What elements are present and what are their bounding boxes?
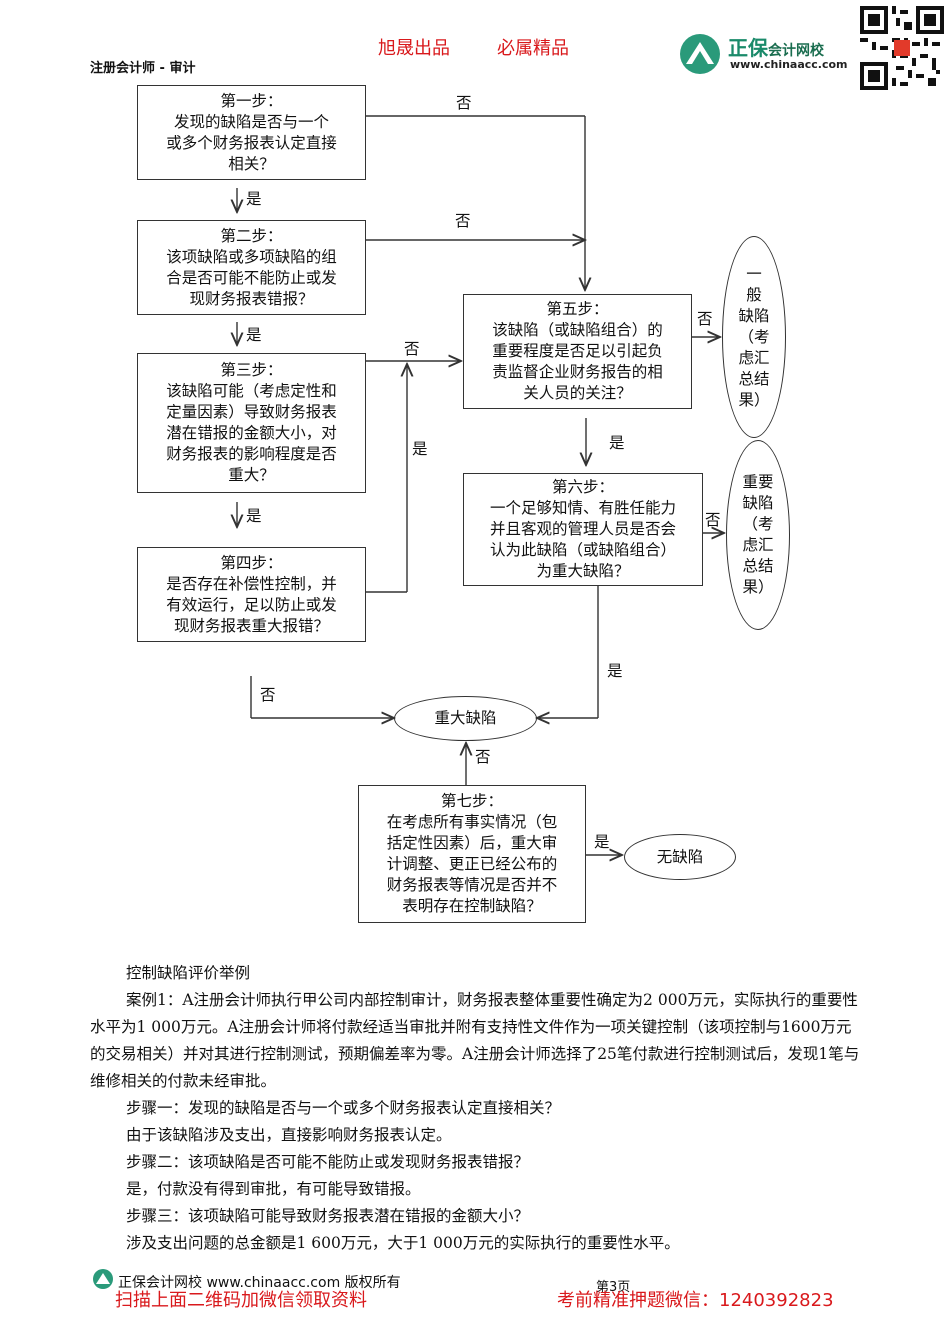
step1-line: 或多个财务报表认定直接 xyxy=(166,133,337,152)
body-line: 步骤三：该项缺陷可能导致财务报表潜在错报的金额大小？ xyxy=(126,1207,530,1225)
step6-line: 一个足够知情、有胜任能力 xyxy=(489,499,676,517)
label-yes: 是 xyxy=(246,326,262,344)
step6-line: 为重大缺陷？ xyxy=(536,562,630,580)
step1-line: 发现的缺陷是否与一个 xyxy=(173,112,329,131)
step3-line: 第三步： xyxy=(220,361,283,379)
flowchart-connectors xyxy=(0,115,950,940)
footer-copyright: 正保会计网校 www.chinaacc.com 版权所有 xyxy=(118,1275,401,1291)
no-deficiency-node: 无缺陷 xyxy=(624,834,736,880)
step1-line: 第一步： xyxy=(220,91,283,110)
general-char: 般 xyxy=(746,285,762,304)
step2-line: 第二步： xyxy=(220,226,283,245)
general-deficiency-node: 一 般 缺陷 （考 虑汇 总结 果） xyxy=(722,236,786,438)
important-char: 缺陷 xyxy=(742,494,774,512)
label-yes: 是 xyxy=(412,440,428,458)
step1-box: 第一步： 发现的缺陷是否与一个 或多个财务报表认定直接 相关？ xyxy=(137,85,366,180)
step3-line: 潜在错报的金额大小，对 xyxy=(166,424,337,442)
footer-promo-right: 考前精准押题微信：1240392823 xyxy=(557,1290,834,1311)
important-char: 总结 xyxy=(742,557,774,575)
label-no: 否 xyxy=(404,340,420,358)
brand-logo: 正保会计网校 www.chinaacc.com xyxy=(678,30,853,76)
step1-line: 相关？ xyxy=(228,154,275,173)
label-no: 否 xyxy=(705,511,721,529)
label-yes: 是 xyxy=(594,833,610,851)
label-no: 否 xyxy=(697,310,713,328)
label-yes: 是 xyxy=(246,507,262,525)
body-line: 步骤二：该项缺陷是否可能不能防止或发现财务报表错报？ xyxy=(126,1153,530,1171)
step4-line: 第四步： xyxy=(220,553,283,572)
general-char: 虑汇 xyxy=(738,348,770,367)
step6-box: 第六步： 一个足够知情、有胜任能力 并且客观的管理人员是否会 认为此缺陷（或缺陷… xyxy=(463,473,703,586)
general-char: 缺 xyxy=(738,306,754,325)
step5-line: 重要程度是否足以引起负 xyxy=(492,342,663,360)
step5-line: 责监督企业财务报告的相 xyxy=(492,363,663,381)
step7-box: 第七步： 在考虑所有事实情况（包 括定性因素）后，重大审 计调整、更正已经公布的… xyxy=(358,785,586,923)
step6-line: 第六步： xyxy=(551,478,614,496)
step6-line: 并且客观的管理人员是否会 xyxy=(489,520,676,538)
step7-line: 第七步： xyxy=(440,792,503,810)
important-deficiency-node: 重要 缺陷 （考 虑汇 总结 果） xyxy=(726,440,790,630)
footer-promo-left: 扫描上面二维码加微信领取资料 xyxy=(115,1290,367,1311)
logo-sub: 会计网校 xyxy=(768,43,824,59)
step2-line: 现财务报表错报？ xyxy=(189,289,314,308)
logo-main: 正保 xyxy=(728,36,768,60)
important-char: （考 xyxy=(742,515,774,533)
label-yes: 是 xyxy=(246,190,262,208)
case-paragraph: 案例1：A注册会计师执行甲公司内部控制审计，财务报表整体重要性确定为2 000万… xyxy=(90,991,860,1090)
step3-line: 财务报表的影响程度是否 xyxy=(166,445,337,463)
step7-line: 计调整、更正已经公布的 xyxy=(386,855,558,873)
step5-box: 第五步： 该缺陷（或缺陷组合）的 重要程度是否足以引起负 责监督企业财务报告的相… xyxy=(463,294,692,409)
step5-line: 第五步： xyxy=(546,300,609,318)
step4-line: 现财务报表重大报错？ xyxy=(173,616,329,635)
general-char: 一 xyxy=(746,264,762,283)
general-char: 总结 xyxy=(738,369,770,388)
label-no: 否 xyxy=(260,686,276,704)
step7-line: 在考虑所有事实情况（包 xyxy=(386,813,558,831)
important-char: 虑汇 xyxy=(742,536,774,554)
label-yes: 是 xyxy=(609,434,625,452)
header-slogan-2: 必属精品 xyxy=(497,38,569,59)
major-deficiency-node: 重大缺陷 xyxy=(394,696,537,741)
section-heading: 控制缺陷评价举例 xyxy=(126,964,251,982)
body-line: 涉及支出问题的总金额是1 600万元，大于1 000万元的实际执行的重要性水平。 xyxy=(126,1234,680,1252)
step2-box: 第二步： 该项缺陷或多项缺陷的组 合是否可能不能防止或发 现财务报表错报？ xyxy=(137,220,366,315)
body-line: 是，付款没有得到审批，有可能导致错报。 xyxy=(126,1180,421,1198)
logo-icon xyxy=(680,34,720,74)
label-no: 否 xyxy=(456,94,472,112)
important-char: 重要 xyxy=(742,473,774,491)
important-char: 果） xyxy=(742,578,774,596)
qr-code-icon xyxy=(860,6,944,90)
footer-page: 第3页 xyxy=(596,1280,631,1295)
step4-line: 是否存在补偿性控制，并 xyxy=(166,574,337,593)
step6-line: 认为此缺陷（或缺陷组合） xyxy=(489,541,676,559)
step2-line: 该项缺陷或多项缺陷的组 xyxy=(166,247,337,266)
body-text: 控制缺陷评价举例 案例1：A注册会计师执行甲公司内部控制审计，财务报表整体重要性… xyxy=(90,960,860,1257)
general-char: 果） xyxy=(738,390,770,409)
header-slogan-1: 旭晟出品 xyxy=(378,38,450,59)
general-char: 陷 xyxy=(754,306,770,325)
step7-line: 表明存在控制缺陷？ xyxy=(402,897,542,915)
step3-line: 定量因素）导致财务报表 xyxy=(166,403,337,421)
logo-url: www.chinaacc.com xyxy=(730,58,848,71)
step2-line: 合是否可能不能防止或发 xyxy=(166,268,337,287)
step4-line: 有效运行，足以防止或发 xyxy=(166,595,337,614)
label-no: 否 xyxy=(475,748,491,766)
step5-line: 关人员的关注？ xyxy=(523,384,632,402)
label-no: 否 xyxy=(455,212,471,230)
body-line: 由于该缺陷涉及支出，直接影响财务报表认定。 xyxy=(126,1126,452,1144)
body-line: 步骤一：发现的缺陷是否与一个或多个财务报表认定直接相关？ xyxy=(126,1099,561,1117)
step3-box: 第三步： 该缺陷可能（考虑定性和 定量因素）导致财务报表 潜在错报的金额大小，对… xyxy=(137,353,366,493)
step3-line: 该缺陷可能（考虑定性和 xyxy=(166,382,337,400)
label-yes: 是 xyxy=(607,662,623,680)
step7-line: 括定性因素）后，重大审 xyxy=(386,834,558,852)
step3-line: 重大？ xyxy=(228,466,275,484)
subject-title: 注册会计师 - 审计 xyxy=(90,61,196,76)
step4-box: 第四步： 是否存在补偿性控制，并 有效运行，足以防止或发 现财务报表重大报错？ xyxy=(137,547,366,642)
step7-line: 财务报表等情况是否并不 xyxy=(386,876,558,894)
footer-logo-icon xyxy=(93,1269,113,1289)
general-char: （考 xyxy=(738,327,770,346)
step5-line: 该缺陷（或缺陷组合）的 xyxy=(492,321,663,339)
